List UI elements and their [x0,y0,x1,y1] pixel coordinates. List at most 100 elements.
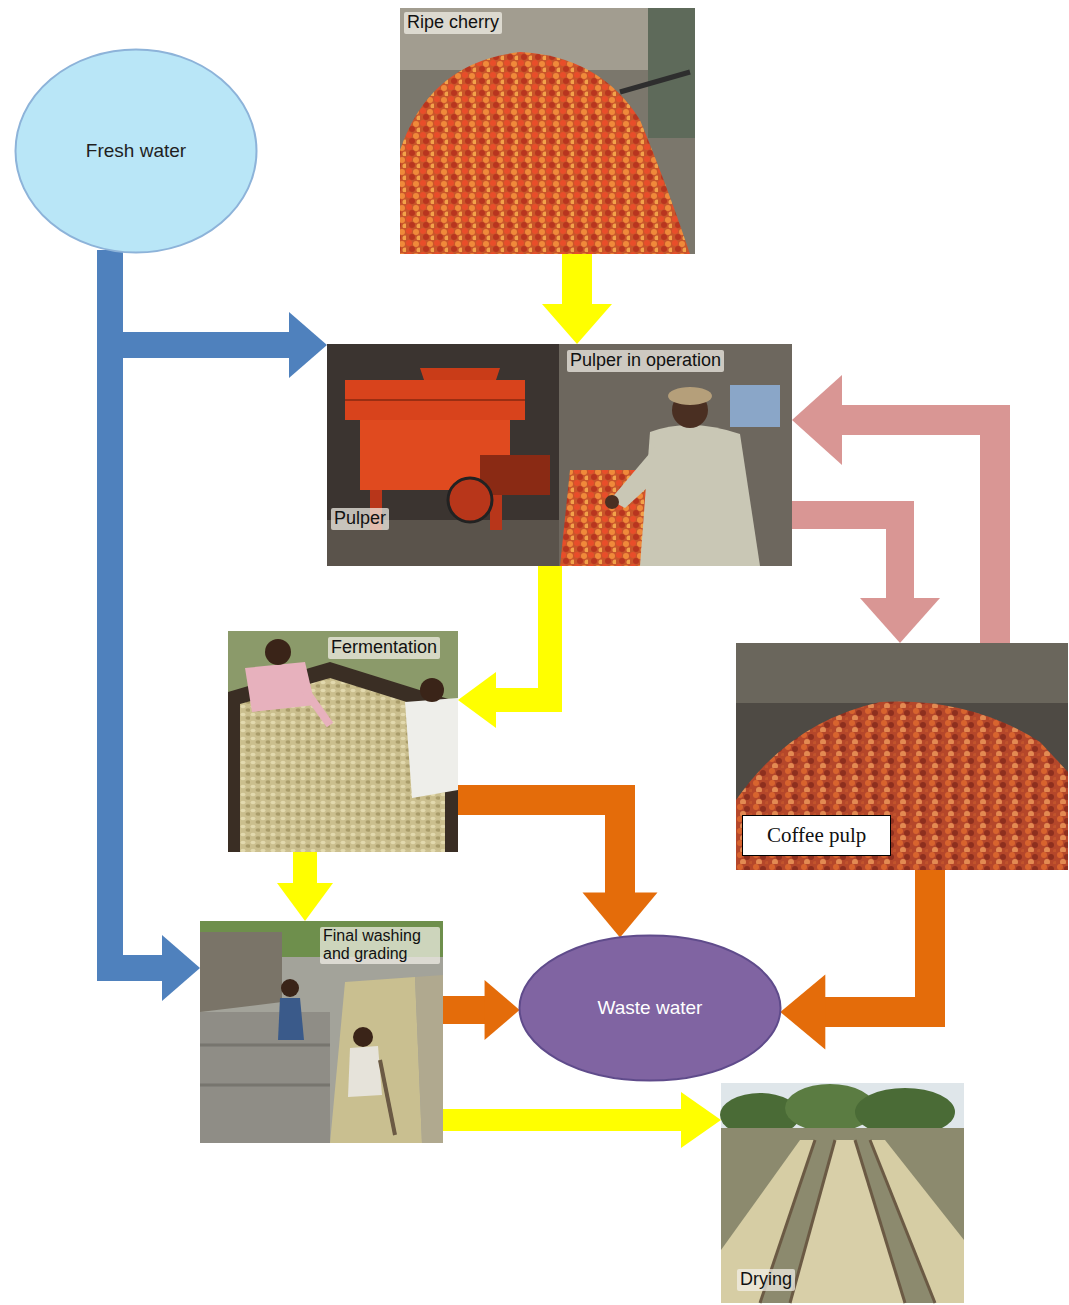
photo-label: Pulper in operation [567,350,724,372]
photo-label: Drying [737,1269,795,1291]
flow-arrow [277,852,333,921]
arrow-head [583,892,658,937]
final-washing-photo [415,975,443,1143]
arrow-head [681,1092,721,1148]
arrow-shaft [495,566,550,700]
pulper-operation-photo [559,344,792,566]
ellipse-label: Fresh water [86,140,186,163]
fermentation-photo [305,690,330,725]
flow-arrow [792,515,940,643]
fermentation-photo [405,698,458,798]
arrow-shaft [841,420,995,643]
final-washing-photo [200,1044,330,1047]
arrow-shaft [443,996,486,1024]
arrow-head [162,935,200,1001]
pulper-machine-photo [345,399,525,401]
flow-arrow [780,870,930,1050]
final-washing-photo [380,1060,395,1135]
ripe-cherry-photo [400,8,695,254]
final-washing-photo [281,979,299,997]
final-washing-photo [278,998,304,1040]
final-washing-photo [353,1027,373,1047]
arrow-head [289,312,327,378]
ellipse-label: Waste water [598,997,703,1020]
fermentation-photo [245,662,315,712]
ripe-cherry-photo [620,72,690,92]
final-washing-photo [200,921,443,1143]
pulper-machine-photo [327,344,559,566]
sink-ellipse: Waste water [518,934,782,1082]
pulper-operation-photo [730,385,780,427]
final-washing-photo [200,921,443,1143]
flow-arrow [458,800,658,937]
arrow-shaft [824,870,930,1012]
pulper-machine-photo [448,478,492,522]
fermentation-photo [265,639,291,665]
arrow-head [277,883,333,921]
pulper-operation-photo [605,495,619,509]
ripe-cherry-photo [400,52,690,254]
photo-label: Pulper [331,508,389,530]
pulper-operation-photo [640,425,760,566]
pulper-operation-photo [610,447,670,508]
coffee-pulp-photo [736,643,1068,870]
arrow-head [780,975,825,1050]
drying-photo [721,1083,964,1303]
photo-label: Coffee pulp [742,815,891,856]
arrow-shaft [110,250,163,968]
flow-arrow [110,250,327,378]
arrow-shaft [458,800,620,893]
flow-arrow [443,980,520,1040]
photo-panel: Fermentation [228,631,458,852]
ellipse-shape [520,936,781,1081]
final-washing-photo [200,1084,330,1087]
source-ellipse: Fresh water [14,48,258,254]
flow-arrow [443,1092,721,1148]
arrow-shaft [792,515,900,599]
coffee-pulp-photo [736,643,1068,703]
drying-photo [720,1083,964,1303]
pulper-machine-photo [345,380,525,420]
flow-arrow [792,375,995,643]
arrow-head [458,672,496,728]
fermentation-photo [228,662,458,852]
photo-label: Ripe cherry [404,12,502,34]
photo-panel: Ripe cherry [400,8,695,254]
fermentation-photo [420,678,444,702]
photo-label: Final washing and grading [320,927,440,964]
arrow-shaft [562,254,592,305]
pulper-operation-photo [668,387,712,405]
final-washing-photo [200,932,282,1012]
ripe-cherry-photo [400,8,695,254]
photo-panel: Coffee pulp [736,643,1068,870]
arrow-head [485,980,520,1040]
final-washing-photo [348,1046,382,1097]
fermentation-photo [228,631,458,852]
coffee-pulp-photo [736,702,1068,871]
drying-photo [721,1128,964,1303]
arrow-head [542,304,612,344]
fermentation-photo [228,631,458,852]
coffee-pulp-photo [736,643,1068,870]
ellipse-shape [16,50,257,253]
flow-arrow [110,250,200,1001]
flow-arrow [458,566,550,728]
drying-photo [790,1140,835,1303]
final-washing-photo [330,977,422,1143]
photo-panel: Pulper Pulper in operation [327,344,792,566]
photo-panel: Drying [721,1083,964,1303]
arrow-head [792,375,842,465]
arrow-head [860,598,940,643]
drying-photo [870,1140,935,1303]
pulper-machine-photo [327,344,559,566]
flow-arrow [542,254,612,344]
photo-panel: Final washing and grading [200,921,443,1143]
final-washing-photo [200,1012,330,1143]
arrow-shaft [293,852,317,884]
drying-photo [870,1140,964,1303]
arrow-shaft [443,1109,682,1131]
arrow-shaft [110,250,290,345]
photo-label: Fermentation [328,637,440,659]
